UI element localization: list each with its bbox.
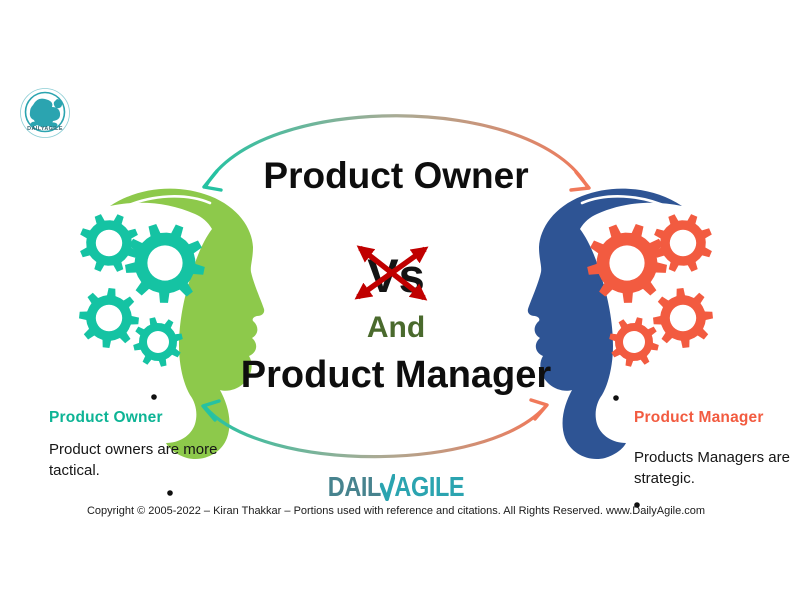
bottom-connector-arrow bbox=[201, 398, 549, 459]
copyright-line: Copyright © 2005-2022 – Kiran Thakkar – … bbox=[86, 505, 706, 517]
brand-text-dail: DAIL bbox=[327, 471, 382, 502]
footer-brand-wordmark: DAIL AGILE bbox=[327, 471, 465, 503]
arrowhead-icon bbox=[529, 398, 549, 421]
logo-wordmark: DAILYAGILE bbox=[27, 126, 63, 132]
vs-text: Vs bbox=[367, 249, 425, 302]
right-callout-label: Product Manager bbox=[634, 409, 764, 426]
dailyagile-logo: DAILYAGILE bbox=[20, 88, 70, 138]
right-callout-description: Products Managers are strategic. bbox=[634, 449, 790, 488]
globe-icon bbox=[20, 88, 70, 138]
left-callout-label: Product Owner bbox=[49, 409, 163, 426]
brand-checkmark-icon bbox=[380, 474, 396, 501]
arrowhead-icon bbox=[201, 399, 221, 422]
brand-text-agile: AGILE bbox=[394, 471, 465, 502]
title-product-owner: Product Owner bbox=[263, 155, 529, 196]
title-product-manager: Product Manager bbox=[240, 354, 552, 396]
left-callout-description: Product owners are more tactical. bbox=[49, 441, 218, 480]
and-text: And bbox=[366, 311, 426, 344]
